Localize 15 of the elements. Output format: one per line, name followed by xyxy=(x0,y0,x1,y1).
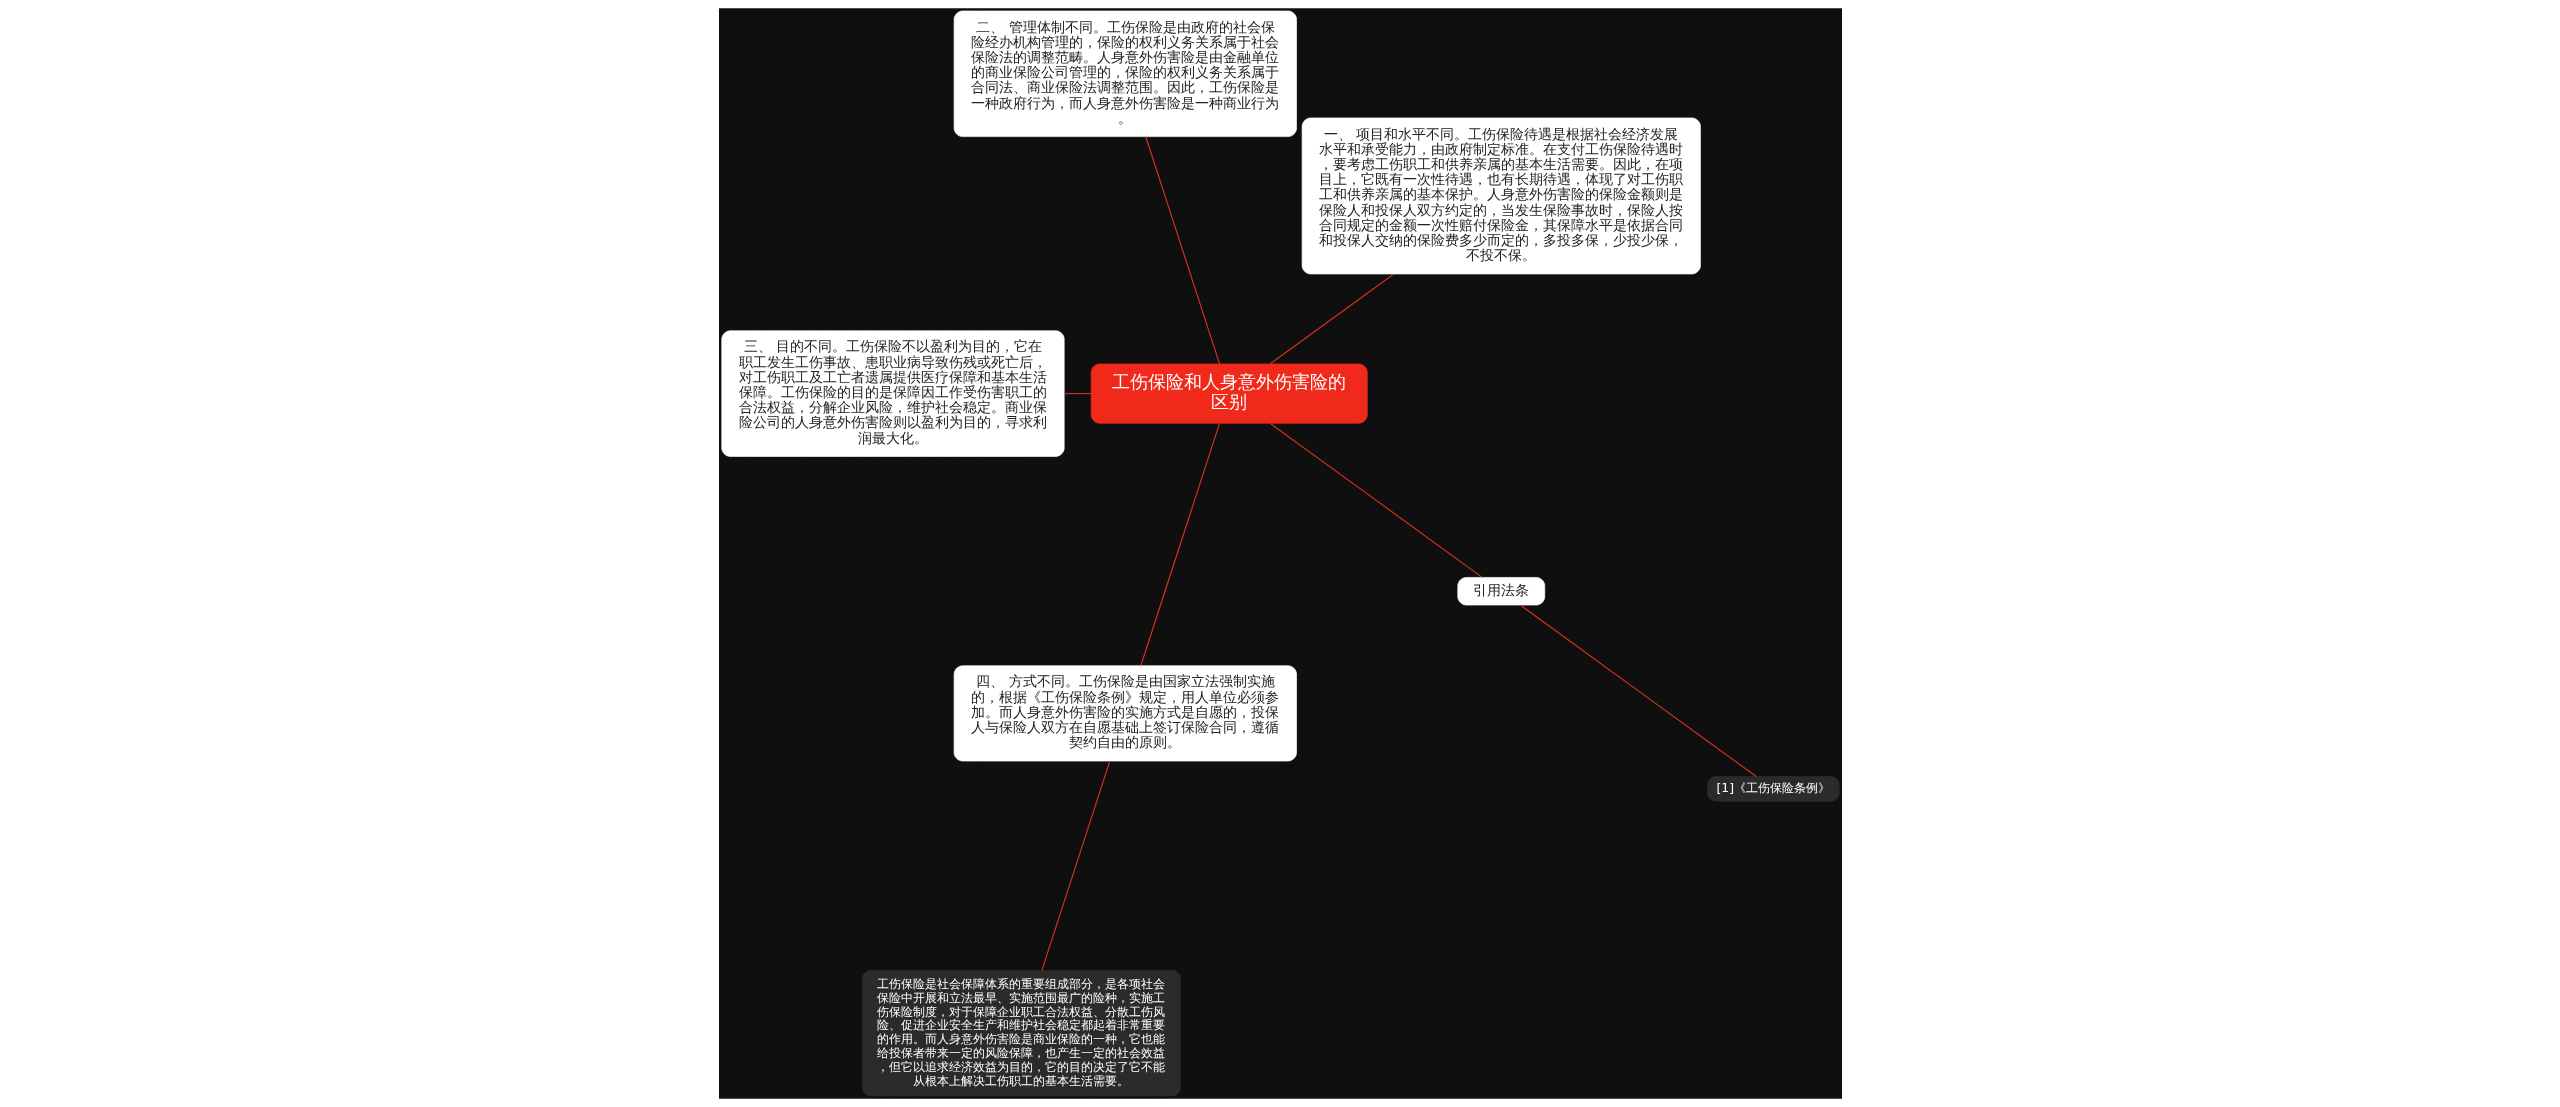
connector xyxy=(1269,422,1483,578)
connector xyxy=(1040,760,1110,971)
node-box: 工伤保险是社会保障体系的重要组成部分，是各项社会保险中开展和立法最早、实施范围最广的险种，实施工伤保险制度，对于保障企业职工合法权益、分散工伤风险、促进企业安全生产和维护社会稳定都起着非常重要的作用。而人身意外伤害险是商业保险的一种，它也能给投保者带来一定的风险保障，也产生一定的社会效益，但它以追求经济效益为目的，它的目的决定了它不能从根本上解决工伤职工的基本生活需要。 xyxy=(861,970,1181,1097)
node-box: 引用法条 xyxy=(1456,577,1545,606)
connector xyxy=(1063,393,1092,395)
connector xyxy=(1139,422,1220,667)
node-box: [1]《工伤保险条例》 xyxy=(1706,776,1840,802)
node-box: 四、 方式不同。工伤保险是由国家立法强制实施的，根据《工伤保险条例》规定，用人单位必须参加。而人身意外伤害险的实施方式是自愿的，投保人与保险人双方在自愿基础上签订保险合同，遵循契约自由的原则。 xyxy=(953,665,1297,762)
node-box: 三、 目的不同。工伤保险不以盈利为目的，它在职工发生工伤事故、患职业病导致伤残或死亡后，对工伤职工及工亡者遗属提供医疗保障和基本生活保障。工伤保险的目的是保障因工作受伤害职工的合法权益，分解企业风险，维护社会稳定。商业保险公司的人身意外伤害险则以盈利为目的，寻求利润最大化。 xyxy=(720,330,1065,457)
connector xyxy=(1144,136,1220,365)
node-box: 工伤保险和人身意外伤害险的区别 xyxy=(1090,363,1368,424)
connector xyxy=(1519,604,1757,777)
node-box: 二、 管理体制不同。工伤保险是由政府的社会保险经办机构管理的，保险的权利义务关系属于社会保险法的调整范畴。人身意外伤害险是由金融单位的商业保险公司管理的，保险的权利义务关系属于合同法、商业保险法调整范围。因此，工伤保险是一种政府行为，而人身意外伤害险是一种商业行为。 xyxy=(953,10,1297,137)
connector xyxy=(1269,273,1394,365)
node-box: 一、 项目和水平不同。工伤保险待遇是根据社会经济发展水平和承受能力，由政府制定标准。在支付工伤保险待遇时，要考虑工伤职工和供养亲属的基本生活需要。因此，在项目上，它既有一次性待遇，也有长期待遇，体现了对工伤职工和供养亲属的基本保护。人身意外伤害险的保险金额则是保险人和投保人双方约定的，当发生保险事故时，保险人按合同规定的金额一次性赔付保险金，其保障水平是依据合同和投保人交纳的保险费多少而定的，多投多保，少投少保，不投不保。 xyxy=(1301,117,1701,275)
